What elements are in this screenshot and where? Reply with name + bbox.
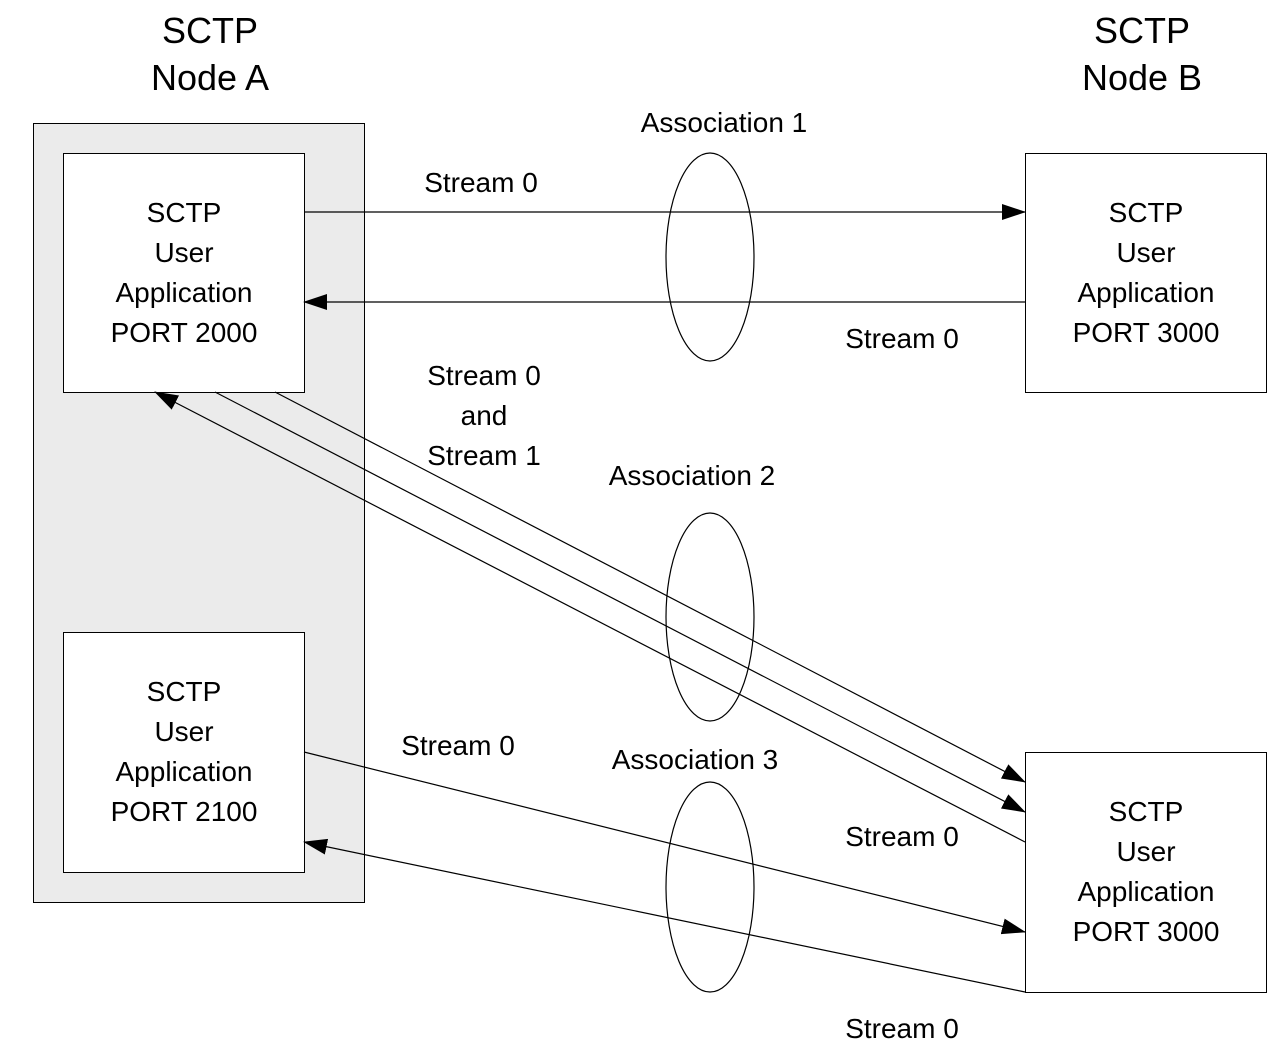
app-b1: SCTP User Application PORT 3000 <box>1025 153 1267 393</box>
app-a2-line: User <box>154 716 213 747</box>
node-b-title-2: Node B <box>1082 57 1202 98</box>
app-b1-line: PORT 3000 <box>1073 317 1220 348</box>
app-a1: SCTP User Application PORT 2000 <box>63 153 305 393</box>
app-b2-line: SCTP <box>1109 796 1184 827</box>
app-b2-line: Application <box>1078 876 1215 907</box>
assoc1-stream-out: Stream 0 <box>424 167 538 198</box>
assoc3-arrow-out <box>303 751 1026 935</box>
assoc1-label: Association 1 <box>641 107 808 138</box>
app-a1-line: PORT 2000 <box>111 317 258 348</box>
node-a-title-1: SCTP <box>162 10 258 51</box>
app-a2: SCTP User Application PORT 2100 <box>63 632 305 873</box>
assoc2-stream-out: Stream 0 <box>427 360 541 391</box>
app-a1-line: SCTP <box>147 197 222 228</box>
app-b1-line: User <box>1116 237 1175 268</box>
app-a2-line: Application <box>116 756 253 787</box>
node-b-title-1: SCTP <box>1094 10 1190 51</box>
assoc3-ellipse <box>665 781 755 993</box>
app-a2-line: PORT 2100 <box>111 796 258 827</box>
assoc2-label: Association 2 <box>609 460 776 491</box>
app-b1-line: SCTP <box>1109 197 1184 228</box>
assoc3-stream-out: Stream 0 <box>401 730 515 761</box>
assoc2-arrow-out-1 <box>274 391 1026 783</box>
assoc2-arrow-in <box>154 391 1026 843</box>
assoc2-stream-out: and <box>461 400 508 431</box>
assoc3-arrow-in <box>303 838 1026 993</box>
assoc2-stream-out: Stream 1 <box>427 440 541 471</box>
assoc2-ellipse <box>665 512 755 722</box>
app-b1-line: Application <box>1078 277 1215 308</box>
app-a1-line: Application <box>116 277 253 308</box>
app-b2: SCTP User Application PORT 3000 <box>1025 752 1267 993</box>
app-b2-line: PORT 3000 <box>1073 916 1220 947</box>
app-b2-line: User <box>1116 836 1175 867</box>
app-a1-line: User <box>154 237 213 268</box>
node-a-title-2: Node A <box>151 57 269 98</box>
assoc3-label: Association 3 <box>612 744 779 775</box>
assoc1-stream-in: Stream 0 <box>845 323 959 354</box>
assoc2-arrow-out-2 <box>214 391 1026 813</box>
app-a2-line: SCTP <box>147 676 222 707</box>
assoc2-stream-in: Stream 0 <box>845 821 959 852</box>
assoc1-ellipse <box>665 152 755 362</box>
assoc3-stream-in: Stream 0 <box>845 1013 959 1044</box>
